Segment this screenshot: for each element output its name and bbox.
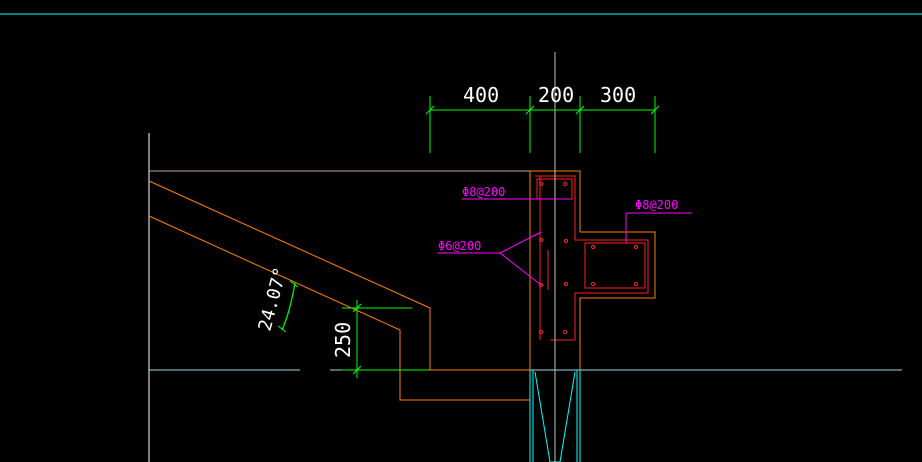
- angle-label: 24.07°: [255, 265, 292, 333]
- angle-arc: [281, 282, 296, 331]
- rebar-label-mid: Φ6@200: [438, 239, 481, 253]
- angle-arc-tick-top: [289, 280, 299, 288]
- foundation-outline: [529, 370, 581, 462]
- dimension-200: 200: [538, 83, 574, 107]
- rebar-cage: [535, 175, 649, 341]
- vertical-dimension: [342, 300, 430, 378]
- rebar-label-right: Φ8@200: [635, 198, 678, 212]
- rebar-label-top: Φ8@200: [462, 185, 505, 199]
- rebar-leader-lines: [437, 198, 692, 286]
- rebar-dots: [538, 181, 639, 335]
- stair-slab-outline: [148, 180, 530, 401]
- angle-arc-tick-bottom: [277, 325, 287, 333]
- column-outline: [529, 170, 656, 370]
- dimension-250: 250: [331, 322, 355, 358]
- dimension-400: 400: [463, 83, 499, 107]
- dimension-300: 300: [600, 83, 636, 107]
- top-dimension: [425, 96, 660, 153]
